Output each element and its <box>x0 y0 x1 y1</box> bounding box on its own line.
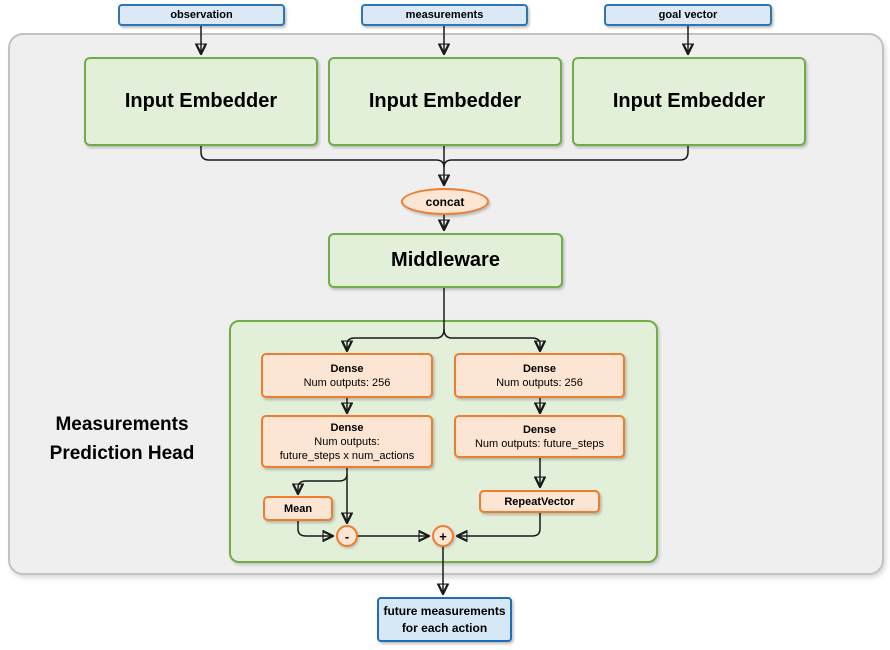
node-dense-left-1-title: Dense <box>330 362 364 375</box>
node-mean-label: Mean <box>283 502 313 515</box>
node-goal-vector: goal vector <box>604 4 772 26</box>
plus-operator-glyph: + <box>439 528 447 544</box>
node-input-embedder-1-label: Input Embedder <box>124 90 278 112</box>
minus-operator-glyph: - <box>344 528 350 544</box>
node-observation-label: observation <box>170 9 233 21</box>
node-dense-right-2-title: Dense <box>522 423 557 436</box>
node-dense-right-2-sub: Num outputs: future_steps <box>474 437 604 450</box>
node-repeat-vector: RepeatVector <box>479 490 600 513</box>
node-dense-left-2-sub-line1: Num outputs: <box>314 435 380 448</box>
node-concat-label: concat <box>425 194 465 209</box>
node-middleware: Middleware <box>328 233 563 288</box>
node-repeat-vector-label: RepeatVector <box>504 495 575 508</box>
node-dense-right-1-title: Dense <box>522 362 557 375</box>
node-dense-right-1-sub: Num outputs: 256 <box>496 376 583 389</box>
prediction-head-title-line1: Measurements <box>55 414 189 435</box>
node-input-embedder-2: Input Embedder <box>328 57 562 146</box>
node-dense-left-2: Dense Num outputs: future_steps x num_ac… <box>261 415 433 468</box>
node-input-embedder-1: Input Embedder <box>84 57 318 146</box>
node-middleware-label: Middleware <box>391 249 500 271</box>
node-output: future measurements for each action <box>377 597 512 642</box>
node-dense-right-2: Dense Num outputs: future_steps <box>454 415 625 458</box>
node-input-embedder-3-label: Input Embedder <box>612 90 766 112</box>
node-dense-right-1: Dense Num outputs: 256 <box>454 353 625 398</box>
node-dense-left-1-sub: Num outputs: 256 <box>303 376 391 389</box>
node-output-line2: for each action <box>401 620 488 635</box>
node-dense-left-2-title: Dense <box>330 421 364 434</box>
node-mean: Mean <box>263 496 333 521</box>
node-plus-operator: + <box>432 525 454 547</box>
node-minus-operator: - <box>336 525 358 547</box>
node-concat: concat <box>401 188 489 215</box>
node-dense-left-1: Dense Num outputs: 256 <box>261 353 433 398</box>
node-measurements: measurements <box>361 4 528 26</box>
node-input-embedder-3: Input Embedder <box>572 57 806 146</box>
node-output-line1: future measurements <box>383 603 506 618</box>
node-measurements-label: measurements <box>405 9 484 21</box>
node-goal-vector-label: goal vector <box>658 9 718 21</box>
node-input-embedder-2-label: Input Embedder <box>368 90 522 112</box>
prediction-head-title-line2: Prediction Head <box>49 443 195 464</box>
prediction-head-title: Measurements Prediction Head <box>17 410 227 468</box>
node-observation: observation <box>118 4 285 26</box>
node-dense-left-2-sub-line2: future_steps x num_actions <box>279 449 415 462</box>
